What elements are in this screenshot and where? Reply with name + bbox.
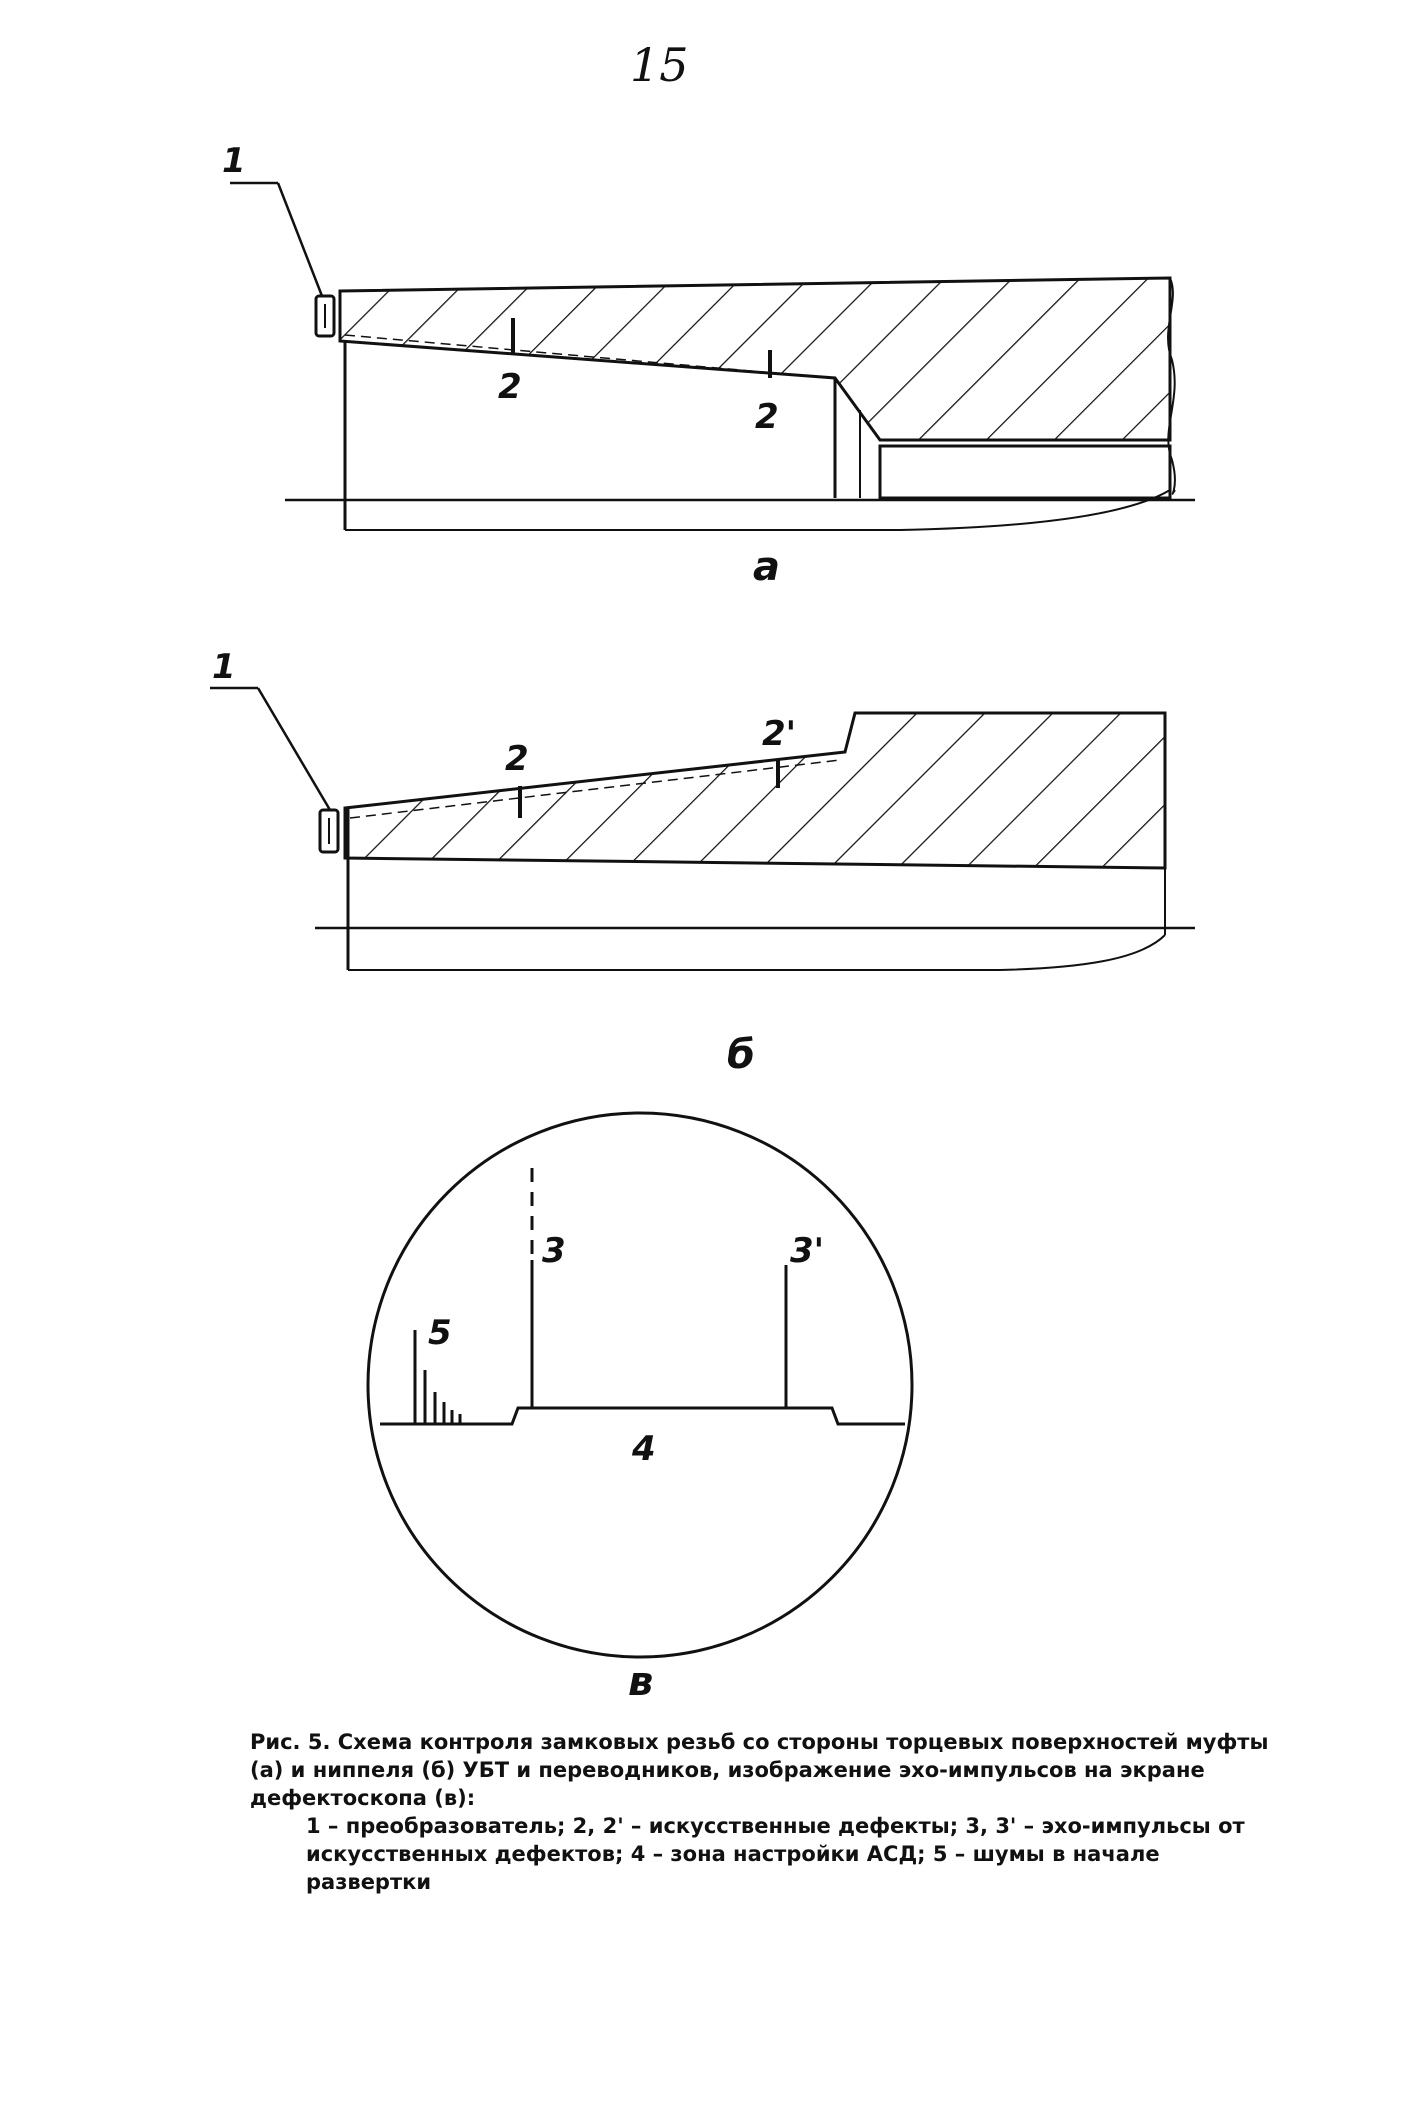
figure-a-bore-recess [878, 444, 1172, 500]
figure-c-label: в [628, 1659, 653, 1705]
figure-b [210, 686, 1195, 971]
leader-b-1 [256, 687, 332, 811]
callout-a-1: 1 [222, 141, 246, 181]
figure-c [366, 1111, 914, 1659]
figure-b-label: б [727, 1032, 755, 1078]
callout-c-4: 4 [631, 1429, 656, 1469]
figure-b-thread-line [349, 759, 841, 819]
callout-a-2-left: 2 [498, 367, 522, 407]
figure-a-thread-line [344, 334, 831, 379]
callout-b-1: 1 [212, 647, 236, 687]
callout-b-2: 2 [505, 739, 529, 779]
figure-a-label: а [753, 544, 780, 590]
figure-b-hatched-section [343, 711, 1167, 870]
callout-c-3: 3 [542, 1231, 566, 1271]
page-number: 15 [630, 38, 689, 92]
caption-title: Рис. 5. Схема контроля замковых резьб со… [250, 1730, 1269, 1810]
callout-c-3-prime: 3' [790, 1231, 824, 1271]
figure-caption: Рис. 5. Схема контроля замковых резьб со… [250, 1728, 1270, 1896]
callout-b-2-prime: 2' [762, 714, 796, 754]
screen-circle [366, 1111, 914, 1659]
callout-c-5: 5 [428, 1313, 452, 1353]
figure-a [230, 181, 1195, 531]
caption-legend: 1 – преобразователь; 2, 2' – искусственн… [306, 1814, 1245, 1894]
callout-a-2-right: 2 [755, 397, 779, 437]
figure-a-break-line [1167, 277, 1176, 495]
leader-a-1 [276, 182, 324, 297]
screen-baseline [380, 1406, 905, 1426]
